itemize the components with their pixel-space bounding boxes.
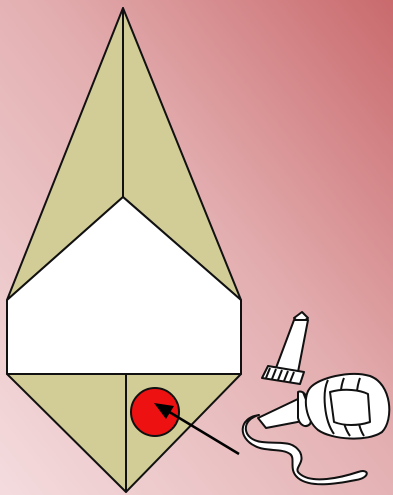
glue-dot-icon [131, 388, 179, 436]
glue-label [330, 390, 370, 425]
